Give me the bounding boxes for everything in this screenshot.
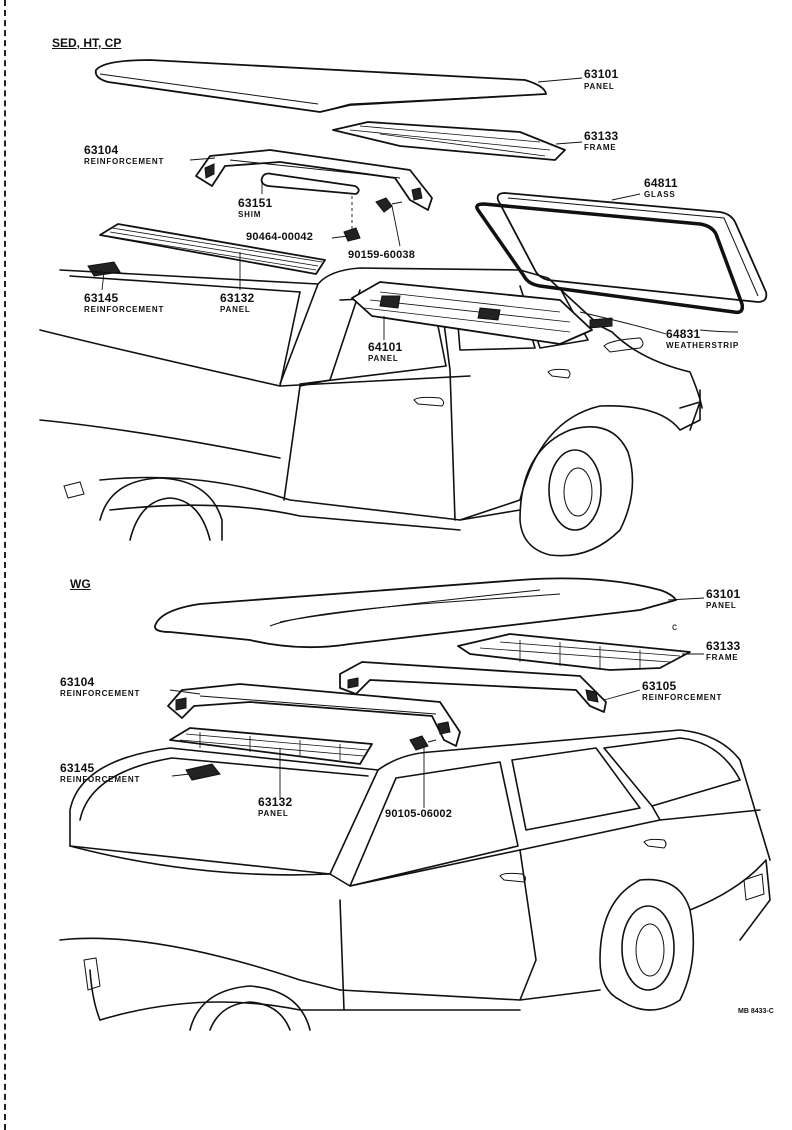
top-reinforcement-63104 <box>195 149 433 211</box>
label-63151-number: 63151 <box>238 196 273 210</box>
label-64811-number: 64811 <box>644 176 678 190</box>
bottom-leader-lines <box>169 597 705 808</box>
top-weatherstrip-64831 <box>475 202 745 315</box>
label-63104-number: 63104 <box>84 143 119 157</box>
label-90159-60038: 90159-60038 <box>348 249 416 261</box>
label-wg-63105-name: REINFORCEMENT <box>642 693 723 702</box>
bottom-panel-63132 <box>169 727 373 765</box>
top-glass-64811 <box>496 192 768 303</box>
bottom-frame-63133 <box>457 633 691 671</box>
label-wg-63105-number: 63105 <box>642 679 677 693</box>
bottom-clip-90105 <box>409 735 437 751</box>
top-panel-63132 <box>99 223 326 275</box>
label-wg-63104-name: REINFORCEMENT <box>60 689 141 698</box>
top-shim-63151 <box>260 172 360 230</box>
label-63145-number: 63145 <box>84 291 119 305</box>
label-64831-name: WEATHERSTRIP <box>666 341 740 350</box>
label-63151-name: SHIM <box>238 210 262 219</box>
label-63132-number: 63132 <box>220 291 255 305</box>
top-frame-63133 <box>332 121 566 161</box>
bottom-reference-mark: c <box>672 622 677 633</box>
label-63145-name: REINFORCEMENT <box>84 305 165 314</box>
bottom-reinforcement-63105 <box>339 661 607 713</box>
label-63132-name: PANEL <box>220 305 251 314</box>
label-wg-63133-number: 63133 <box>706 639 741 653</box>
label-wg-63104-number: 63104 <box>60 675 95 689</box>
label-wg-63145-number: 63145 <box>60 761 95 775</box>
section-title-sed-ht-cp: SED, HT, CP <box>52 36 122 50</box>
top-package-tray-64101 <box>351 281 613 345</box>
label-63101-number: 63101 <box>584 67 619 81</box>
label-wg-63132-name: PANEL <box>258 809 289 818</box>
label-wg-63101-name: PANEL <box>706 601 737 610</box>
bottom-car-body <box>59 729 771 1031</box>
label-63104-name: REINFORCEMENT <box>84 157 165 166</box>
section-title-wg: WG <box>70 577 91 591</box>
top-clip-90159 <box>375 197 403 213</box>
label-64101-name: PANEL <box>368 354 399 363</box>
label-wg-63101-number: 63101 <box>706 587 741 601</box>
bottom-reinforcement-63145 <box>185 763 221 781</box>
label-wg-63145-name: REINFORCEMENT <box>60 775 141 784</box>
label-63101-name: PANEL <box>584 82 615 91</box>
label-64811-name: GLASS <box>644 190 676 199</box>
top-clip-90464 <box>343 227 361 242</box>
label-64831-number: 64831 <box>666 327 701 341</box>
label-wg-63132-number: 63132 <box>258 795 293 809</box>
label-63133-number: 63133 <box>584 129 619 143</box>
figure-code: MB 8433-C <box>738 1008 774 1015</box>
top-roof-panel-63101 <box>94 59 547 113</box>
label-90464-00042: 90464-00042 <box>246 231 314 243</box>
perforated-edge <box>0 0 6 1130</box>
label-wg-90105-06002: 90105-06002 <box>385 808 453 820</box>
label-64101-number: 64101 <box>368 340 403 354</box>
bottom-roof-panel-63101 <box>154 577 677 649</box>
label-63133-name: FRAME <box>584 143 617 152</box>
top-leader-lines <box>101 77 739 340</box>
bottom-reinforcement-63104 <box>167 683 461 747</box>
label-wg-63133-name: FRAME <box>706 653 739 662</box>
